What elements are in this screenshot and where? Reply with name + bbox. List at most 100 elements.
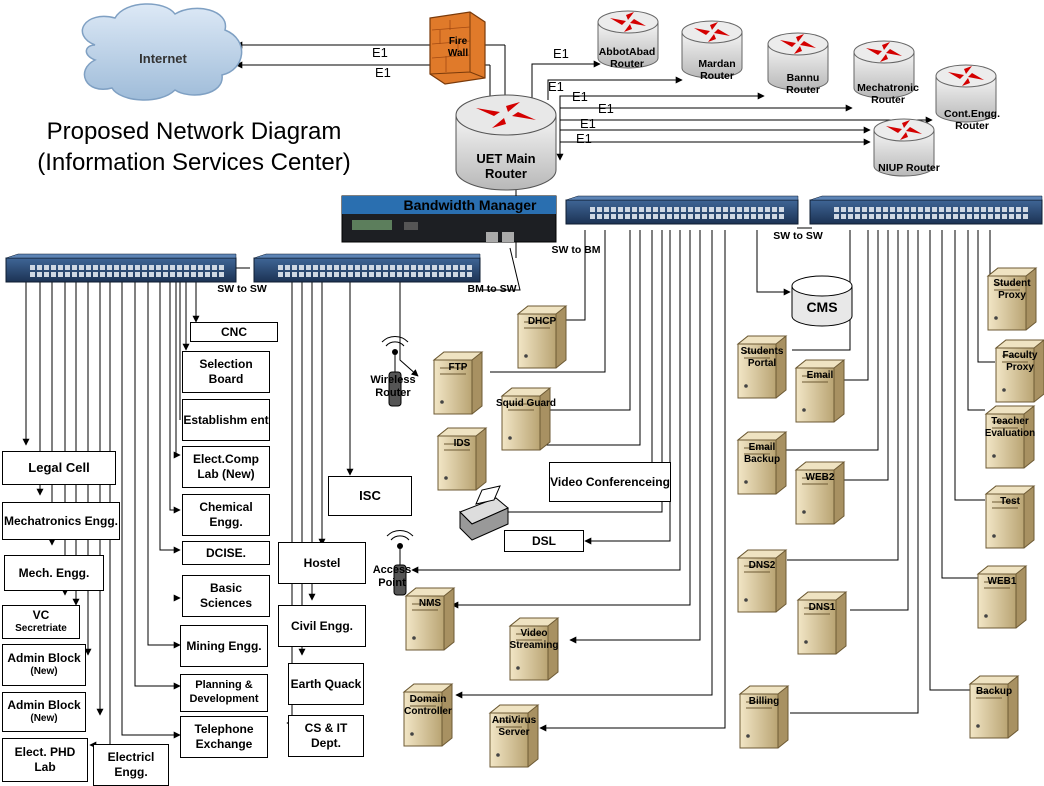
router-icon [853,40,915,99]
wireless-router-icon [381,336,409,407]
internet-label: Internet [139,51,187,66]
sw-to-sw-label: SW to SW [773,230,823,242]
server-label-antivirus: AntiVirus Server [491,715,537,738]
dept-vc-secretariat: VC Secretriate [2,605,80,639]
server-icon [994,339,1044,403]
dept-civil: Civil Engg. [278,605,366,647]
e1-label: E1 [372,45,388,60]
server-icon [736,549,788,613]
router-label-mardan: Mardan Router [698,58,736,83]
router-label-cont-engg: Cont.Engg. Router [944,108,1000,133]
vc-label: VC [32,608,50,623]
server-label-web1: WEB1 [987,576,1017,587]
title-line-2: (Information Services Center) [37,149,351,177]
server-label-teacher-eval: Teacher Evaluation [984,416,1036,439]
server-icon [986,267,1038,331]
dsl-box: DSL [504,530,584,552]
dept-establishment: Establishm ent [182,399,270,441]
server-icon [432,351,484,415]
server-icon [984,405,1036,469]
e1-label: E1 [572,89,588,104]
dept-basic-sciences: Basic Sciences [182,575,270,617]
server-icon [984,485,1036,549]
dept-mechatronics: Mechatronics Engg. [2,502,120,540]
router-label-niup: NIUP Router [878,162,940,174]
sw-to-bm-label: SW to BM [551,244,601,256]
router-icon [681,20,743,79]
dept-mech: Mech. Engg. [4,555,104,591]
admin-block-label: Admin Block [7,651,81,666]
server-label-email-backup: Email Backup [743,442,781,465]
dept-chemical: Chemical Engg. [182,494,270,536]
server-icon [796,591,848,655]
dept-earth-quack: Earth Quack [288,663,364,705]
router-icon [767,32,829,91]
bandwidth-manager-device [341,195,557,243]
bandwidth-manager-label: Bandwidth Manager [403,197,537,213]
dept-legal-cell: Legal Cell [2,451,116,485]
diagram-title: Proposed Network Diagram (Information Se… [14,116,374,178]
network-switch-icon [253,253,481,283]
firewall-icon [429,11,486,85]
printer-icon [459,485,509,541]
server-icon [436,427,488,491]
server-label-billing: Billing [748,696,780,707]
firewall-label: Fire Wall [447,36,469,59]
server-icon [516,305,568,369]
router-label-bannu: Bannu Router [786,72,820,97]
network-switch-icon [809,195,1043,225]
server-label-domain-controller: Domain Controller [404,694,452,717]
server-label-test: Test [1000,496,1020,507]
dept-hostel: Hostel [278,542,366,584]
e1-label: E1 [548,79,564,94]
e1-label: E1 [576,131,592,146]
dept-telephone: Telephone Exchange [180,716,268,758]
server-label-student-proxy: Student Proxy [993,278,1031,301]
server-label-backup: Backup [975,686,1013,697]
dept-isc: ISC [328,476,412,516]
wireless-router-label: Wireless Router [370,374,416,399]
server-label-nms: NMS [418,598,442,609]
e1-label: E1 [580,116,596,131]
server-icon [976,565,1028,629]
bm-to-sw-label: BM to SW [467,283,517,295]
e1-label: E1 [553,46,569,61]
dept-mining: Mining Engg. [180,625,268,667]
switches [5,195,1043,283]
server-icon [402,683,454,747]
dept-admin-block-1: Admin Block (New) [2,644,86,686]
server-label-squid-guard: Squid Guard [496,398,556,409]
video-conferencing-box: Video Conferenceing [549,462,671,502]
admin-block-label: Admin Block [7,698,81,713]
cms-label: CMS [806,299,838,315]
server-label-ids: IDS [453,438,471,449]
remote-routers [597,10,997,177]
admin-block-sub-label: (New) [30,713,58,725]
internet-cloud [81,3,243,101]
dept-elect-comp-lab: Elect.Comp Lab (New) [182,446,270,488]
dept-planning: Planning & Development [180,674,268,712]
server-icon [736,335,788,399]
router-icon [935,64,997,123]
admin-block-sub-label: (New) [30,666,58,678]
server-label-dhcp: DHCP [527,316,557,327]
server-icon [738,685,790,749]
access-point-label: Access Point [372,564,412,589]
router-label-mechatronic: Mechatronic Router [857,82,919,107]
server-icon [794,359,846,423]
main-router-label: UET Main Router [476,151,536,181]
server-icon [968,675,1020,739]
network-switch-icon [5,253,237,283]
server-label-faculty-proxy: Faculty Proxy [1002,350,1038,373]
dept-admin-block-2: Admin Block (New) [2,692,86,732]
cms-database-icon [791,275,853,327]
dept-electricl: Electricl Engg. [93,744,169,786]
dept-selection-board: Selection Board [182,351,270,393]
e1-label: E1 [375,65,391,80]
router-icon [597,10,659,69]
main-router-icon [455,94,557,191]
server-icon [736,431,788,495]
server-label-web2: WEB2 [805,472,835,483]
server-label-video-streaming: Video Streaming [509,628,559,651]
